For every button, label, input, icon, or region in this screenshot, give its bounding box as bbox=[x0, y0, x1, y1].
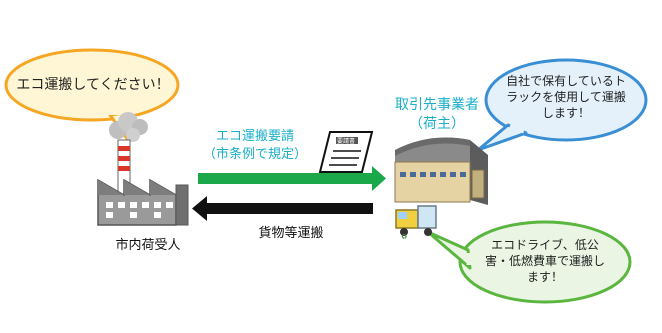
request-label-line2: （市条例で規定） bbox=[202, 147, 307, 163]
transport-arrow bbox=[192, 196, 373, 221]
request-document-title: 要請書 bbox=[337, 137, 355, 145]
business-label-line2: （荷主） bbox=[409, 115, 465, 132]
business-speech-bubble bbox=[476, 58, 648, 152]
shipper-bubble-text: エコ運搬してください！ bbox=[16, 77, 170, 93]
driver-bubble-text: エコドライブ、低公害・低燃費車で運搬します！ bbox=[484, 238, 605, 285]
request-label-line1: エコ運搬要請 bbox=[215, 129, 294, 144]
business-bubble-text: 自社で保有しているトラックを使用して運搬します！ bbox=[506, 74, 626, 121]
driver-speech-bubble bbox=[426, 220, 632, 304]
shipper-label: 市内荷受人 bbox=[115, 238, 181, 253]
factory-icon bbox=[97, 112, 189, 226]
request-document-icon bbox=[318, 131, 374, 173]
business-label-line1: 取引先事業者 bbox=[395, 97, 479, 113]
request-label: エコ運搬要請 （市条例で規定） bbox=[196, 128, 314, 164]
request-arrow bbox=[198, 166, 386, 191]
shipper-speech-bubble bbox=[4, 48, 180, 142]
transport-label: 貨物等運搬 bbox=[258, 226, 324, 241]
truck-icon: ♻ bbox=[395, 205, 437, 241]
business-label: 取引先事業者 （荷主） bbox=[372, 96, 502, 134]
svg-text:♻: ♻ bbox=[401, 233, 407, 241]
warehouse-icon bbox=[394, 137, 488, 205]
